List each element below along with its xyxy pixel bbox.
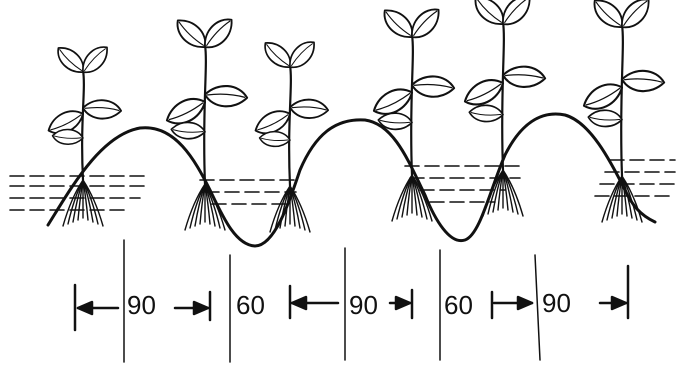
spacing-label: 90 <box>127 290 156 320</box>
plant <box>580 0 666 222</box>
dimension-rulers: 90 60 90 60 90 <box>75 240 628 362</box>
spacing-label: 90 <box>542 288 571 318</box>
spacing-label: 60 <box>444 290 473 320</box>
plant <box>163 13 249 230</box>
spacing-label: 90 <box>349 290 378 320</box>
plant <box>252 36 330 232</box>
spacing-label: 60 <box>236 290 265 320</box>
plant <box>370 3 456 221</box>
ridge-profile <box>48 114 655 246</box>
plant <box>461 0 547 216</box>
water-lines <box>10 160 675 210</box>
guide-line <box>535 255 540 360</box>
